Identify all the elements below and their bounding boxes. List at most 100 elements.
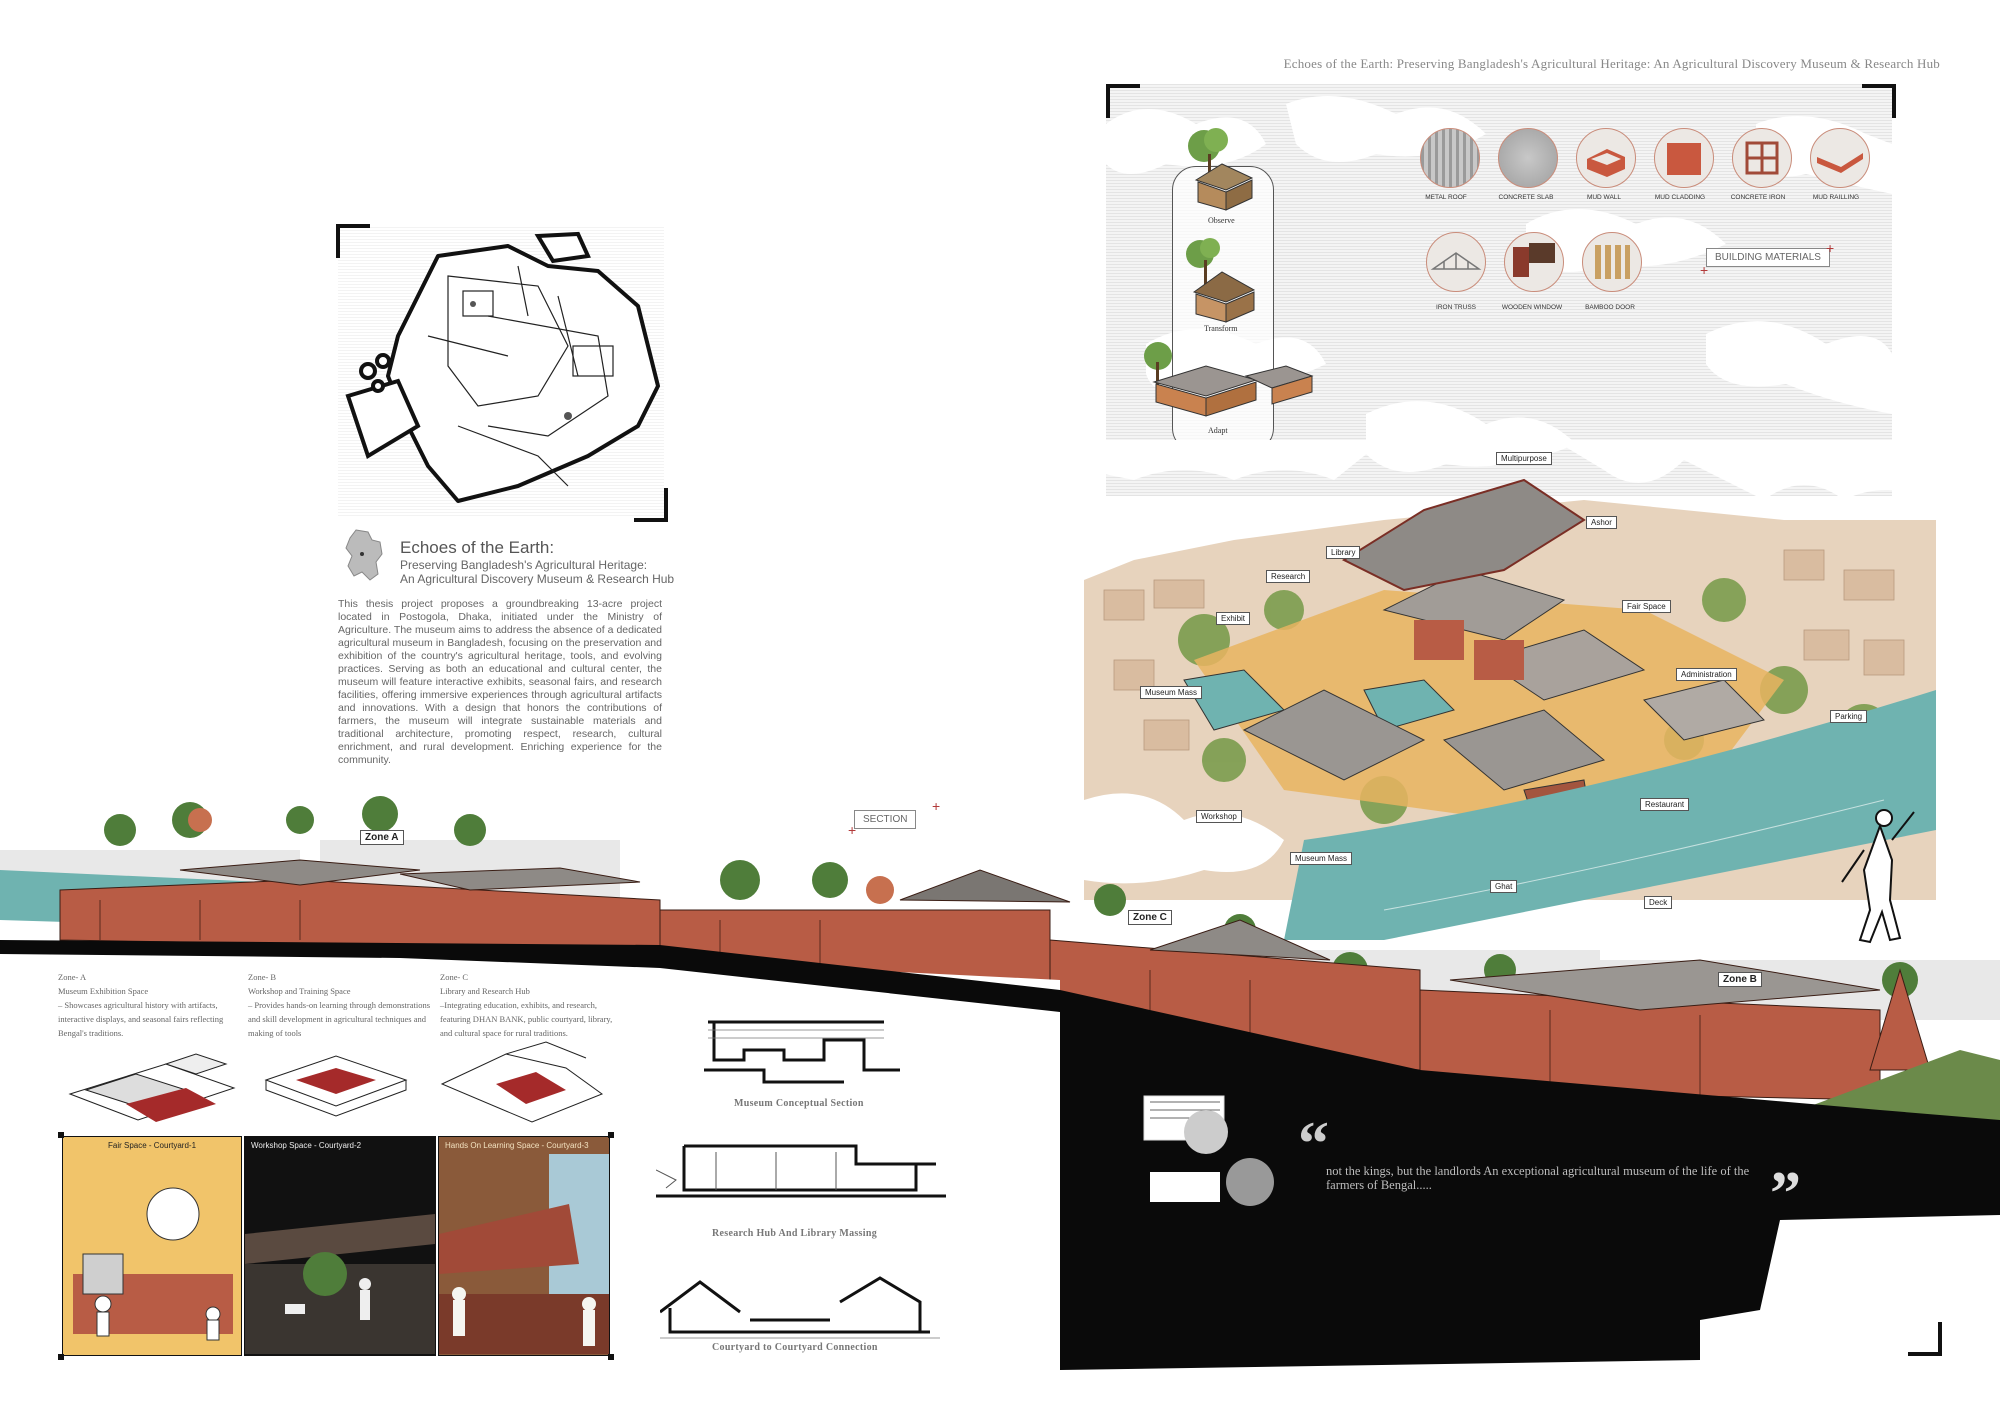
diagram-caption: Museum Conceptual Section (734, 1098, 864, 1109)
project-subtitle-1: Preserving Bangladesh's Agricultural Her… (400, 558, 648, 572)
adapt-building-icon (1136, 336, 1316, 431)
quote-open-mark: “ (1298, 1110, 1329, 1178)
concept-corner-tr (1862, 84, 1896, 118)
adapt-label: Adapt (1208, 426, 1228, 435)
zone-desc: – Provides hands-on learning through dem… (248, 1000, 431, 1038)
mud-cladding-swatch (1654, 128, 1714, 188)
zone-name: Zone- A (58, 972, 87, 982)
museum-conceptual-section-diagram (704, 1010, 904, 1105)
site-plan-drawing (345, 231, 660, 503)
building-materials-tag: BUILDING MATERIALS (1706, 248, 1830, 267)
fair-space-panel: Fair Space - Courtyard-1 (62, 1136, 242, 1356)
bottom-corner-br (1908, 1322, 1942, 1356)
plus-mark-icon: + (932, 798, 941, 814)
zone-name: Zone- B (248, 972, 277, 982)
project-subtitle-2: An Agricultural Discovery Museum & Resea… (400, 572, 675, 586)
zone-a-axonometric (66, 1044, 236, 1133)
material-label: IRON TRUSS (1436, 304, 1476, 311)
material-label: WOODEN WINDOW (1501, 304, 1563, 311)
village-sketch (1140, 1092, 1300, 1217)
research-hub-massing-diagram (655, 1130, 946, 1225)
zone-name: Zone- C (440, 972, 469, 982)
concrete-iron-swatch (1732, 128, 1792, 188)
observe-label: Observe (1208, 216, 1235, 225)
material-label: MUD RAILLING (1812, 194, 1860, 201)
panel-title: Fair Space - Courtyard-1 (107, 1141, 197, 1150)
plus-mark-icon: + (1700, 262, 1709, 278)
panel-title: Workshop Space - Courtyard-2 (251, 1141, 362, 1150)
zone-type: Museum Exhibition Space (58, 986, 149, 996)
site-label-research: Research (1266, 570, 1311, 583)
plus-mark-icon: + (848, 822, 857, 838)
marker-dot (58, 1132, 64, 1138)
material-label: MUD WALL (1586, 194, 1622, 201)
sheet-title: Echoes of the Earth: Preserving Banglade… (1283, 56, 1940, 71)
zone-c-description: Zone- C Library and Research Hub –Integr… (440, 970, 622, 1040)
zone-desc: –Integrating education, exhibits, and re… (440, 1000, 613, 1038)
site-label-exhibit: Exhibit (1216, 612, 1251, 625)
zone-b-axonometric (256, 1040, 426, 1129)
site-label-workshop: Workshop (1196, 810, 1242, 823)
plan-corner-tl (336, 224, 370, 258)
plus-mark-icon: + (1826, 240, 1835, 256)
site-label-multipurpose: Multipurpose (1496, 452, 1552, 465)
material-label: CONCRETE IRON (1730, 194, 1786, 201)
material-label: MUD CLADDING (1654, 194, 1706, 201)
panel-title: Hands On Learning Space - Courtyard-3 (445, 1141, 589, 1150)
site-label-administration: Administration (1676, 668, 1737, 681)
marker-dot (608, 1354, 614, 1360)
transform-label: Transform (1204, 324, 1238, 333)
quote-text: not the kings, but the landlords An exce… (1326, 1164, 1750, 1192)
quote-close-mark: ” (1770, 1160, 1801, 1228)
site-label-restaurant: Restaurant (1640, 798, 1690, 811)
zone-c-tag: Zone C (1128, 910, 1172, 925)
farmer-illustration (1830, 800, 1920, 955)
zone-a-tag: Zone A (360, 830, 404, 845)
courtyard-connection-diagram (659, 1262, 940, 1357)
site-label-fair-space: Fair Space (1622, 600, 1671, 613)
material-label: METAL ROOF (1425, 194, 1467, 201)
transform-hut-icon (1176, 236, 1266, 331)
concept-corner-tl (1106, 84, 1140, 118)
iron-truss-swatch (1426, 232, 1486, 292)
site-label-library: Library (1326, 546, 1361, 559)
zone-type: Library and Research Hub (440, 986, 530, 996)
observe-hut-icon (1176, 124, 1266, 219)
hands-on-learning-illustration (439, 1154, 609, 1354)
zone-type: Workshop and Training Space (248, 986, 351, 996)
wooden-window-swatch (1504, 232, 1564, 292)
zone-desc: – Showcases agricultural history with ar… (58, 1000, 224, 1038)
title-block: Echoes of the Earth: Preserving Banglade… (400, 538, 674, 586)
diagram-caption: Courtyard to Courtyard Connection (712, 1342, 878, 1353)
materials-row-1: METAL ROOF CONCRETE SLAB MUD WALL MUD CL… (1408, 128, 1878, 208)
marker-dot (58, 1354, 64, 1360)
plan-corner-br (634, 488, 668, 522)
marker-dot (608, 1132, 614, 1138)
mud-wall-swatch (1576, 128, 1636, 188)
site-label-parking: Parking (1830, 710, 1868, 723)
concrete-slab-swatch (1498, 128, 1558, 188)
project-title: Echoes of the Earth: (400, 538, 555, 557)
material-label: CONCRETE SLAB (1498, 194, 1554, 201)
site-label-museum-mass: Museum Mass (1140, 686, 1203, 699)
bangladesh-map-icon (342, 528, 386, 587)
workshop-space-illustration (245, 1214, 435, 1354)
site-plan-frame (338, 226, 664, 516)
project-abstract: This thesis project proposes a groundbre… (338, 598, 662, 766)
materials-row-2: IRON TRUSS WOODEN WINDOW BAMBOO DOOR (1408, 232, 1708, 312)
material-label: BAMBOO DOOR (1585, 304, 1635, 311)
bamboo-door-swatch (1582, 232, 1642, 292)
site-label-ashor: Ashor (1586, 516, 1617, 529)
zone-b-description: Zone- B Workshop and Training Space – Pr… (248, 970, 430, 1040)
fair-space-illustration (73, 1187, 233, 1341)
diagram-caption: Research Hub And Library Massing (712, 1228, 877, 1239)
hands-on-learning-panel: Hands On Learning Space - Courtyard-3 (438, 1136, 610, 1356)
site-label-ghat: Ghat (1490, 880, 1518, 893)
workshop-space-panel: Workshop Space - Courtyard-2 (244, 1136, 436, 1356)
zone-a-description: Zone- A Museum Exhibition Space – Showca… (58, 970, 240, 1040)
metal-roof-swatch (1420, 128, 1480, 188)
mud-railling-swatch (1810, 128, 1870, 188)
section-tag: SECTION (854, 810, 917, 829)
zone-c-axonometric (436, 1034, 606, 1133)
zone-b-tag: Zone B (1718, 972, 1762, 987)
